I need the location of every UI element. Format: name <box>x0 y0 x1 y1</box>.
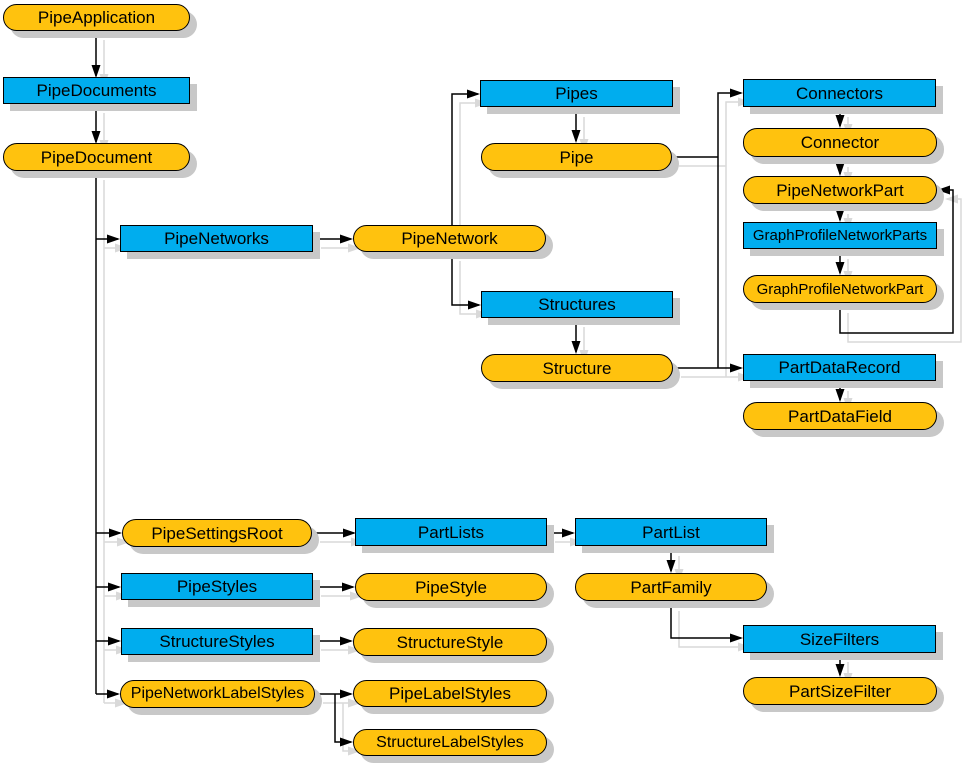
node-part-list[interactable]: PartList <box>575 518 767 546</box>
node-label: PipeNetworkPart <box>776 180 904 200</box>
node-structures[interactable]: Structures <box>481 291 673 318</box>
node-label: GraphProfileNetworkPart <box>756 280 924 298</box>
node-label: PartDataField <box>788 406 892 426</box>
node-pipe-application[interactable]: PipeApplication <box>3 4 190 31</box>
node-connectors[interactable]: Connectors <box>743 79 936 107</box>
node-part-data-field[interactable]: PartDataField <box>743 402 937 430</box>
node-label: PipeSettingsRoot <box>151 523 283 543</box>
node-part-size-filter[interactable]: PartSizeFilter <box>743 677 937 705</box>
node-label: PartSizeFilter <box>788 681 892 701</box>
node-graph-profile-network-part[interactable]: GraphProfileNetworkPart <box>743 275 937 303</box>
node-label: Connector <box>800 133 880 152</box>
node-structure-style[interactable]: StructureStyle <box>353 628 547 656</box>
node-label: PipeApplication <box>37 8 156 27</box>
node-label: GraphProfileNetworkParts <box>752 227 928 244</box>
node-pipe-label-styles[interactable]: PipeLabelStyles <box>353 680 547 707</box>
node-label: Pipe <box>559 147 594 167</box>
node-pipe-styles[interactable]: PipeStyles <box>121 573 313 600</box>
node-pipe-document[interactable]: PipeDocument <box>3 143 190 171</box>
node-label: PipeDocuments <box>36 81 157 100</box>
node-label: Structures <box>538 295 616 314</box>
node-pipe-network-part[interactable]: PipeNetworkPart <box>743 176 937 204</box>
node-part-family[interactable]: PartFamily <box>575 573 767 601</box>
node-structure[interactable]: Structure <box>481 354 673 382</box>
node-label: PartList <box>642 522 700 542</box>
node-pipe-network-label-styles[interactable]: PipeNetworkLabelStyles <box>120 680 315 708</box>
node-label: StructureStyles <box>159 632 275 651</box>
node-connector[interactable]: Connector <box>743 128 937 157</box>
node-graph-profile-network-parts[interactable]: GraphProfileNetworkParts <box>743 222 937 249</box>
node-label: Connectors <box>796 83 883 103</box>
node-label: Pipes <box>555 84 598 103</box>
node-part-lists[interactable]: PartLists <box>355 518 547 546</box>
node-label: PipeNetworkLabelStyles <box>130 685 305 702</box>
node-label: PipeNetworks <box>164 229 269 248</box>
node-label: PipeStyles <box>176 577 258 596</box>
node-label: PartFamily <box>630 577 712 597</box>
node-label: PipeNetwork <box>401 229 498 248</box>
node-part-data-record[interactable]: PartDataRecord <box>743 354 936 381</box>
node-label: PartLists <box>417 522 485 542</box>
node-size-filters[interactable]: SizeFilters <box>743 625 936 653</box>
node-label: SizeFilters <box>799 629 880 649</box>
node-pipe-settings-root[interactable]: PipeSettingsRoot <box>122 519 312 547</box>
node-pipe-style[interactable]: PipeStyle <box>355 573 547 601</box>
node-pipe-documents[interactable]: PipeDocuments <box>3 77 190 104</box>
node-pipes[interactable]: Pipes <box>480 80 673 107</box>
node-pipe[interactable]: Pipe <box>481 143 672 171</box>
node-label: PartDataRecord <box>778 358 901 377</box>
node-pipe-networks[interactable]: PipeNetworks <box>120 225 313 252</box>
node-label: StructureLabelStyles <box>376 733 524 751</box>
node-structure-styles[interactable]: StructureStyles <box>121 628 313 655</box>
node-pipe-network[interactable]: PipeNetwork <box>353 225 546 252</box>
node-label: Structure <box>542 358 612 378</box>
node-structure-label-styles[interactable]: StructureLabelStyles <box>353 729 547 756</box>
node-label: StructureStyle <box>396 632 504 652</box>
node-label: PipeStyle <box>415 577 487 597</box>
node-label: PipeDocument <box>40 147 153 167</box>
node-label: PipeLabelStyles <box>389 684 511 703</box>
